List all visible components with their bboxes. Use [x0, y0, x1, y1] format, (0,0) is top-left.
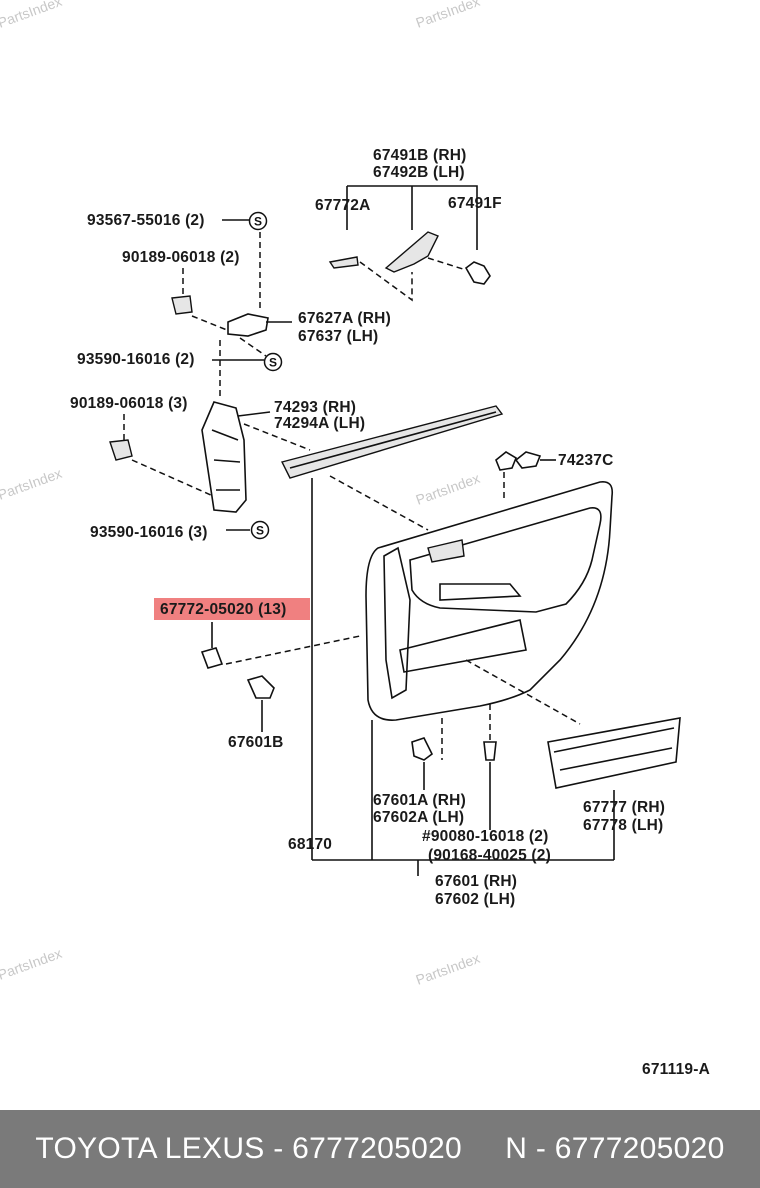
label-67778: 67778 (LH) [583, 817, 663, 834]
leader-dashed [225, 635, 361, 665]
screw-90080 [483, 741, 497, 761]
bracket-67627a [227, 313, 269, 337]
watermark: PartsIndex [414, 0, 482, 31]
label-67491b: 67491B (RH) [373, 147, 467, 164]
bracket-74293 [201, 401, 247, 513]
s-mark-letter: S [254, 215, 262, 229]
label-93567-55016: 93567-55016 (2) [87, 212, 205, 229]
label-90168-40025: (90168-40025 (2) [428, 847, 551, 864]
pocket-67777 [547, 717, 681, 789]
panel-pocket [383, 546, 411, 700]
label-67772-05020: 67772-05020 (13) [160, 601, 286, 618]
watermark: PartsIndex [414, 950, 482, 988]
clip-74237c [514, 451, 542, 469]
label-74293: 74293 (RH) [274, 399, 356, 416]
bottom-bracket [312, 859, 614, 876]
leader-dashed [359, 261, 413, 302]
label-67601: 67601 (RH) [435, 873, 517, 890]
banner-spacer [462, 1132, 505, 1166]
bracket-detail [211, 429, 241, 491]
label-67491f: 67491F [448, 195, 502, 212]
part-67772a [328, 256, 359, 269]
parts-diagram: PartsIndex PartsIndex PartsIndex PartsIn… [0, 0, 710, 1078]
highlight-box [154, 598, 310, 620]
label-67777: 67777 (RH) [583, 799, 665, 816]
leader-dashed [131, 459, 223, 501]
s-mark-letter: S [269, 356, 277, 370]
label-93590-16016-b: 93590-16016 (3) [90, 524, 208, 541]
clip-67601a [411, 737, 434, 761]
label-90189-06018-a: 90189-06018 (2) [122, 249, 240, 266]
watermark: PartsIndex [414, 470, 482, 508]
clip-67772 [200, 647, 224, 669]
leader-dashed [243, 423, 311, 451]
bracket-67491b [346, 185, 478, 250]
pocket-detail [553, 727, 675, 771]
leader-dashed [239, 337, 267, 357]
s-mark-circle [248, 211, 268, 231]
belt-moulding-detail [289, 411, 497, 469]
leader-dashed [465, 659, 581, 725]
panel-armrest [409, 507, 602, 613]
leader-dashed [191, 315, 233, 333]
s-mark-circle [263, 352, 283, 372]
label-67602: 67602 (LH) [435, 891, 515, 908]
banner-part-left: TOYOTA LEXUS - 6777205020 [35, 1132, 463, 1165]
belt-moulding-68170 [280, 405, 504, 479]
clip-90189-06018 [171, 295, 193, 315]
part-67491b [384, 231, 439, 273]
panel-handle [439, 583, 522, 601]
panel-lower-box [399, 619, 527, 673]
label-67601a: 67601A (RH) [373, 792, 466, 809]
label-67602a: 67602A (LH) [373, 809, 464, 826]
label-74294a: 74294A (LH) [274, 415, 365, 432]
label-67601b: 67601B [228, 734, 284, 751]
label-93590-16016-a: 93590-16016 (2) [77, 351, 195, 368]
label-67492b: 67492B (LH) [373, 164, 465, 181]
panel-switch [427, 539, 465, 563]
part-number-banner: TOYOTA LEXUS - 6777205020 N - 6777205020 [0, 1110, 760, 1188]
door-trim-panel [365, 480, 614, 721]
part-67491f [464, 261, 491, 285]
label-90080-16018: #90080-16018 (2) [422, 828, 548, 845]
banner-part-right: N - 6777205020 [505, 1132, 725, 1165]
leader-dashed [329, 475, 429, 531]
s-mark-letter: S [256, 524, 264, 538]
label-68170: 68170 [288, 836, 332, 853]
clip-74237c [495, 451, 517, 471]
watermark: PartsIndex [0, 465, 64, 503]
leader-dashed [427, 257, 467, 271]
clip-67601b [246, 675, 275, 699]
diagram-code: 671119-A [642, 1061, 710, 1078]
label-67627a: 67627A (RH) [298, 310, 391, 327]
clip-90189-06018 [109, 439, 133, 461]
label-67637: 67637 (LH) [298, 328, 378, 345]
label-74237c: 74237C [558, 452, 614, 469]
label-67772a: 67772A [315, 197, 371, 214]
label-90189-06018-b: 90189-06018 (3) [70, 395, 188, 412]
s-mark-circle [250, 520, 270, 540]
watermark: PartsIndex [0, 0, 64, 31]
leader-line [237, 411, 271, 417]
watermark: PartsIndex [0, 945, 64, 983]
